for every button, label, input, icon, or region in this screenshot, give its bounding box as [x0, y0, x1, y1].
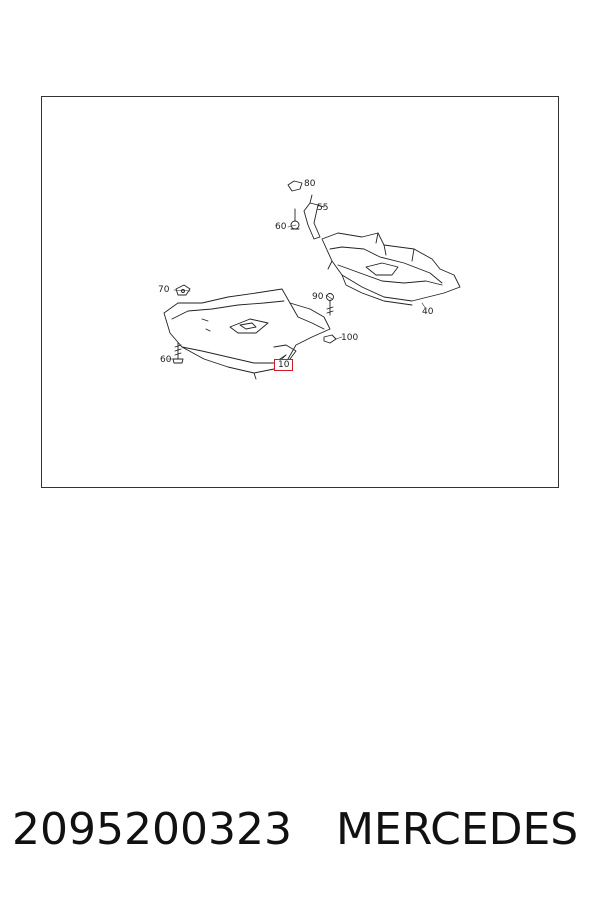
- bolt-part-90: [326, 293, 334, 316]
- underbody-shield-drawing: [163, 180, 461, 380]
- callout-60-top: 60: [275, 222, 287, 232]
- rear-shield-part-40: [321, 232, 461, 306]
- clip-part-100: [323, 334, 337, 344]
- part-number: 2095200323: [12, 804, 292, 855]
- callout-40: 40: [422, 307, 434, 317]
- callout-100: 100: [341, 333, 359, 343]
- callout-10-highlighted[interactable]: 10: [274, 359, 294, 371]
- bolt-part-60-top: [290, 208, 300, 230]
- parts-diagram-frame: 80 55 60 70 90 100 40 60 10: [41, 96, 559, 488]
- callout-60-left: 60: [160, 355, 172, 365]
- clip-part-70: [175, 284, 191, 296]
- product-caption: 2095200323 MERCEDES: [12, 800, 592, 860]
- callout-80: 80: [304, 179, 316, 189]
- callout-90: 90: [312, 292, 324, 302]
- clip-part-80: [287, 180, 303, 192]
- callout-55: 55: [317, 203, 329, 213]
- callout-70: 70: [158, 285, 170, 295]
- brand-name: MERCEDES: [335, 804, 579, 855]
- front-shield-part-10[interactable]: [163, 288, 331, 380]
- screw-part-60-left: [172, 342, 184, 364]
- bracket-part-55: [303, 194, 325, 240]
